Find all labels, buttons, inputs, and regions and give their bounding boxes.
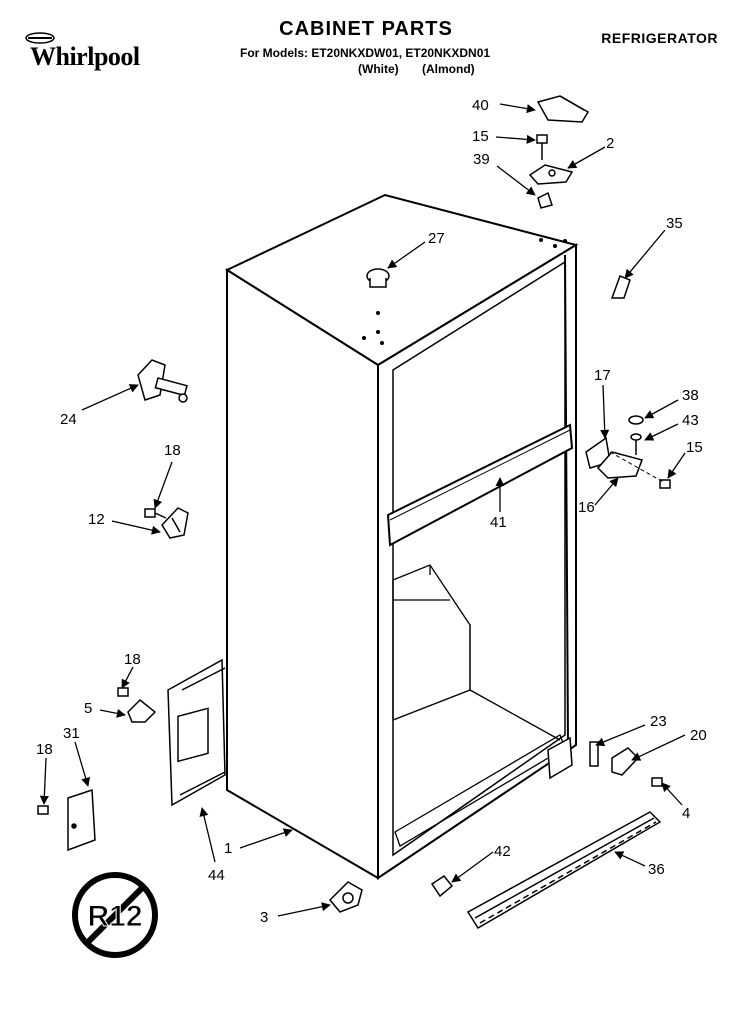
part-36-toe-grille [466,811,662,930]
page-title: CABINET PARTS [279,18,453,40]
part-5-roller-bracket [127,698,157,723]
cabinet-shell [224,193,579,880]
callout-44: 44 [208,867,225,884]
callout-23: 23 [650,713,667,730]
part-18-screw-b [117,687,129,697]
leader-lines [39,103,686,917]
callout-27: 27 [428,230,445,247]
part-15-screw-top [536,134,548,160]
model-numbers: For Models: ET20NKXDW01, ET20NKXDN01 [240,46,491,60]
part-18-screw-c [37,805,49,815]
brand-name: Whirlpool [30,42,140,71]
cabinet-rear-bracket [547,736,573,780]
callout-18-c: 18 [36,741,53,758]
callout-5: 5 [84,700,92,717]
part-40-hinge-cover [536,95,590,123]
callout-1: 1 [224,840,232,857]
variant-almond: (Almond) [422,62,475,76]
part-18-screw-a [144,508,167,519]
callout-42: 42 [494,843,511,860]
variant-white: (White) [358,62,399,76]
callout-40: 40 [472,97,489,114]
callout-15: 15 [472,128,489,145]
top-holes [362,238,567,345]
part-12-bracket [161,507,189,539]
callout-39: 39 [473,151,490,168]
part-43-pin [630,433,642,455]
appliance-category: REFRIGERATOR [601,30,718,46]
part-16-center-hinge [596,451,643,479]
callout-43: 43 [682,412,699,429]
callout-24: 24 [60,411,77,428]
callout-16: 16 [578,499,595,516]
callout-2: 2 [606,135,614,152]
callout-4: 4 [682,805,690,822]
callout-41: 41 [490,514,507,531]
callout-3: 3 [260,909,268,926]
callout-38: 38 [682,387,699,404]
part-2-upper-hinge [528,164,574,185]
r12-badge-text: R12 [87,900,142,933]
part-3-roller [328,881,363,913]
r12-refrigerant-badge: R12 [72,872,158,958]
callout-18-b: 18 [124,651,141,668]
part-15-screw-mid [659,479,671,489]
callout-36: 36 [648,861,665,878]
part-20-roller-bracket [611,747,640,776]
whirlpool-logo [22,30,152,74]
model-variants: (White) (Almond) [358,62,495,76]
callout-15-mid: 15 [686,439,703,456]
part-38-washer [628,415,644,425]
part-4-screw [651,777,663,787]
alignment-line-mid [609,451,666,484]
callout-31: 31 [63,725,80,742]
callout-20: 20 [690,727,707,744]
callout-17: 17 [594,367,611,384]
part-24-bracket [137,359,188,403]
callout-labels: 40 15 2 39 27 35 24 18 12 17 38 43 15 16… [36,97,707,926]
callout-12: 12 [88,511,105,528]
part-39-shim [537,191,553,209]
part-23-bracket [589,741,599,767]
divider-bar [386,423,574,547]
part-27-plug [366,268,390,288]
callout-35: 35 [666,215,683,232]
part-42-clip [430,874,454,898]
callout-18: 18 [164,442,181,459]
part-44-side-plate [167,658,226,807]
part-35-clip [610,275,631,299]
part-31-cover [67,788,96,852]
